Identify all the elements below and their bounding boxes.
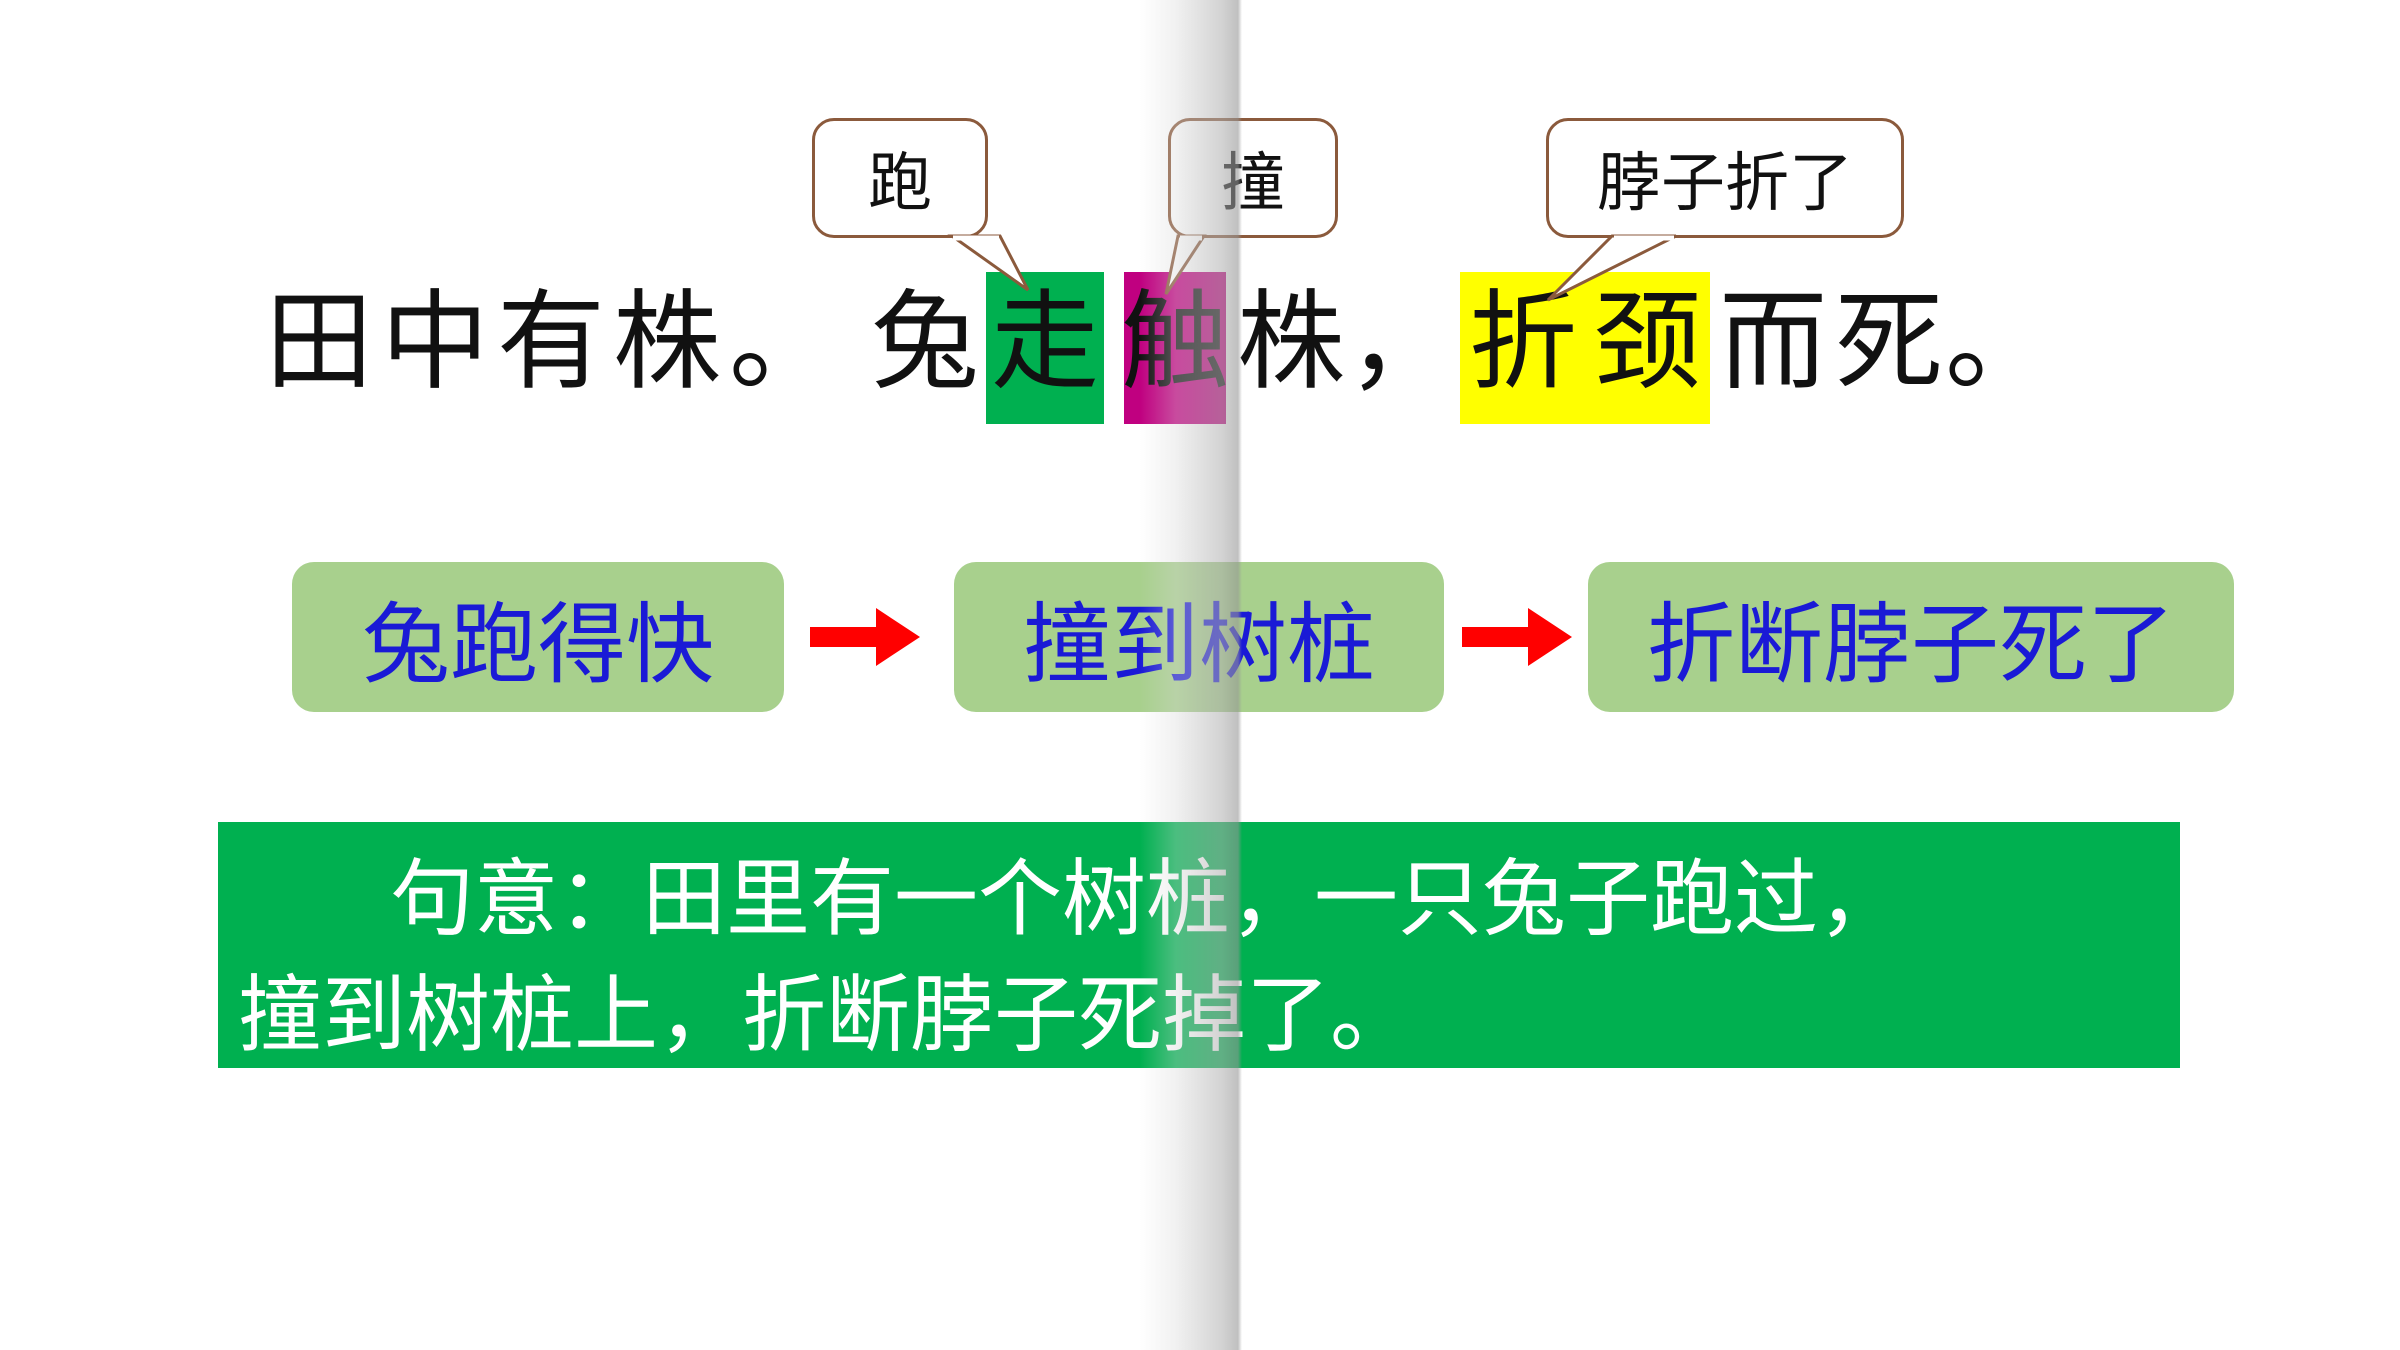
sentence-char: 颈 bbox=[1592, 280, 1701, 405]
sentence-char: 而 bbox=[1718, 280, 1827, 405]
sentence-char: 株 bbox=[612, 280, 721, 405]
sentence-char: ， bbox=[1346, 280, 1455, 405]
sentence-char: 折 bbox=[1468, 280, 1577, 405]
callout-bozi-label: 脖子折了 bbox=[1597, 147, 1853, 221]
flow-step-label: 兔跑得快 bbox=[361, 592, 714, 696]
meaning-line-1: 句意：田里有一个树桩，一只兔子跑过， bbox=[390, 850, 1903, 948]
callout-pao-label: 跑 bbox=[868, 147, 932, 221]
flow-step-label: 撞到树桩 bbox=[1022, 592, 1375, 696]
sentence-char: 中 bbox=[380, 280, 489, 405]
arrow-right-icon bbox=[1462, 608, 1572, 666]
sentence-meaning-panel: 句意：田里有一个树桩，一只兔子跑过， 撞到树桩上，折断脖子死掉了。 bbox=[218, 822, 2180, 1068]
flow-step-label: 折断脖子死了 bbox=[1646, 592, 2175, 696]
sentence-char: 田 bbox=[264, 280, 373, 405]
sentence-char: 。 bbox=[1944, 280, 2053, 405]
arrow-right-icon bbox=[810, 608, 920, 666]
highlight-zou bbox=[986, 272, 1104, 424]
callout-zhuang: 撞 bbox=[1168, 118, 1338, 238]
sentence-char: 有 bbox=[496, 280, 605, 405]
sentence-char: 。 bbox=[728, 280, 837, 405]
sentence-char: 死 bbox=[1834, 280, 1943, 405]
callout-pao: 跑 bbox=[812, 118, 988, 238]
sentence-char: 触 bbox=[1120, 280, 1229, 405]
flow-step-break-neck: 折断脖子死了 bbox=[1588, 562, 2234, 712]
callout-zhuang-label: 撞 bbox=[1221, 147, 1285, 221]
meaning-line-2: 撞到树桩上，折断脖子死掉了。 bbox=[238, 966, 1415, 1064]
sentence-char: 兔 bbox=[870, 280, 979, 405]
callout-bozi: 脖子折了 bbox=[1546, 118, 1904, 238]
sentence-char: 走 bbox=[990, 280, 1099, 405]
flow-step-run-fast: 兔跑得快 bbox=[292, 562, 784, 712]
flow-step-hit-stump: 撞到树桩 bbox=[954, 562, 1444, 712]
sentence-char: 株 bbox=[1236, 280, 1345, 405]
